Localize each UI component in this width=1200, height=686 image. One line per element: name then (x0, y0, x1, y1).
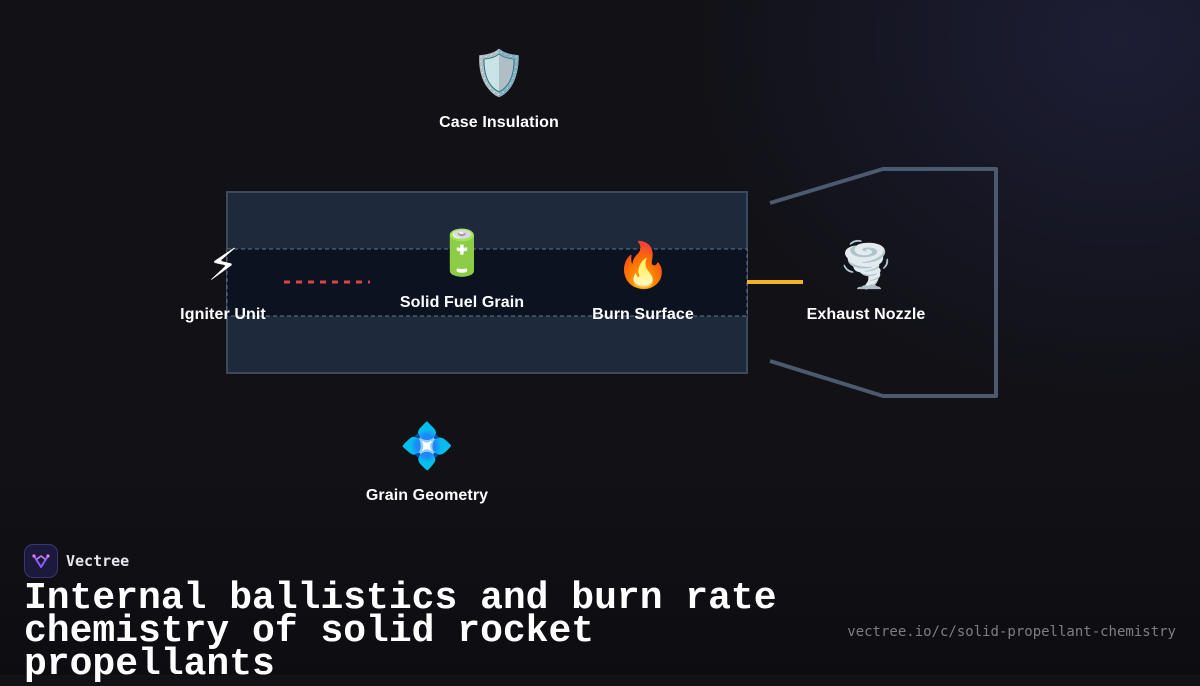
diamond-flower-icon: 💠 (399, 421, 455, 472)
vectree-logo-mark (32, 554, 50, 568)
lightning-icon: ⚡ (207, 240, 239, 291)
page-title: Internal ballistics and burn rate chemis… (24, 577, 777, 686)
tornado-icon: 🌪️ (838, 240, 894, 291)
node-label: Grain Geometry (365, 487, 489, 504)
node-solid-fuel-grain: 🔋 Solid Fuel Grain (400, 226, 524, 312)
course-url[interactable]: vectree.io/c/solid-propellant-chemistry (847, 624, 1176, 640)
node-label: Exhaust Nozzle (806, 306, 926, 323)
shield-icon: 🛡️ (471, 48, 527, 99)
battery-icon: 🔋 (434, 228, 490, 279)
node-burn-surface: 🔥 Burn Surface (592, 238, 694, 324)
node-exhaust-nozzle: 🌪️ Exhaust Nozzle (807, 238, 926, 324)
node-grain-geometry: 💠 Grain Geometry (366, 419, 488, 505)
fire-icon: 🔥 (615, 240, 671, 291)
vectree-logo (24, 544, 58, 578)
node-label: Case Insulation (439, 114, 559, 131)
node-igniter-unit: ⚡ Igniter Unit (180, 238, 266, 324)
node-label: Burn Surface (592, 306, 694, 323)
node-label: Igniter Unit (180, 306, 266, 323)
brand-name: Vectree (66, 552, 130, 570)
brand[interactable]: Vectree (24, 544, 129, 578)
node-label: Solid Fuel Grain (399, 294, 525, 311)
node-case-insulation: 🛡️ Case Insulation (439, 46, 559, 132)
nozzle-outline (769, 167, 998, 398)
